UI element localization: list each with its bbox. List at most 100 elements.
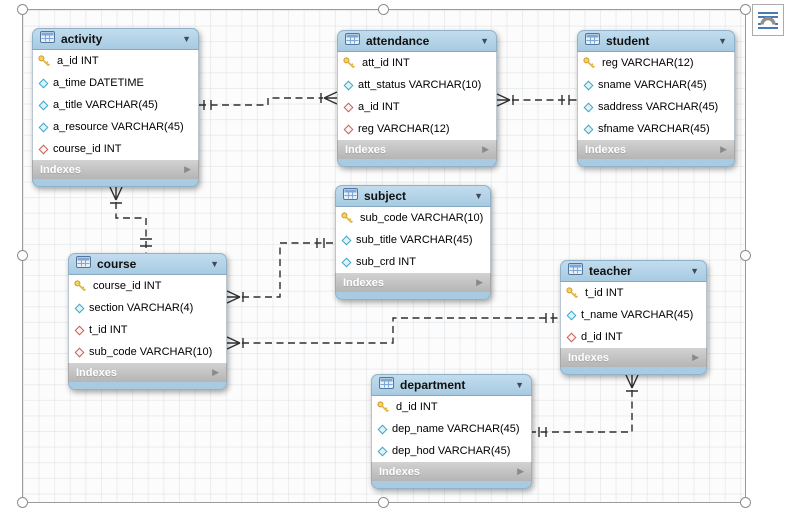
indexes-row[interactable]: Indexes▶ <box>371 462 532 481</box>
table-subject[interactable]: subject ▼ sub_code VARCHAR(10) sub_title… <box>335 185 491 300</box>
table-header[interactable]: department ▼ <box>371 374 532 396</box>
connector-course-subject[interactable] <box>226 238 335 304</box>
table-header[interactable]: attendance ▼ <box>337 30 497 52</box>
column-row[interactable]: a_title VARCHAR(45) <box>33 94 198 116</box>
expand-arrow-icon[interactable]: ▶ <box>212 367 219 377</box>
primary-key-icon <box>343 56 355 68</box>
collapse-arrow-icon[interactable]: ▼ <box>182 33 191 44</box>
indexes-row[interactable]: Indexes▶ <box>335 273 491 292</box>
column-row[interactable]: sub_code VARCHAR(10) <box>69 341 226 363</box>
column-row[interactable]: course_id INT <box>69 275 226 297</box>
collapse-arrow-icon[interactable]: ▼ <box>718 35 727 46</box>
collapse-arrow-icon[interactable]: ▼ <box>690 265 699 276</box>
connector-activity-attendance[interactable] <box>199 91 338 110</box>
column-row[interactable]: course_id INT <box>33 138 198 160</box>
indexes-row[interactable]: Indexes ▶ <box>577 140 735 159</box>
table-header[interactable]: student ▼ <box>577 30 735 52</box>
column-row[interactable]: a_id INT <box>338 96 496 118</box>
expand-arrow-icon[interactable]: ▶ <box>184 164 191 174</box>
column-row[interactable]: sname VARCHAR(45) <box>578 74 734 96</box>
expand-arrow-icon[interactable]: ▶ <box>692 352 699 362</box>
column-row[interactable]: a_id INT <box>33 50 198 72</box>
foreign-key-icon <box>74 347 85 357</box>
column-label: sub_code VARCHAR(10) <box>360 212 484 224</box>
expand-arrow-icon[interactable]: ▶ <box>720 144 727 154</box>
layout-options-button[interactable] <box>752 4 784 36</box>
table-attendance[interactable]: attendance ▼ att_id INT att_status VARCH… <box>337 30 497 167</box>
collapse-arrow-icon[interactable]: ▼ <box>515 379 524 390</box>
column-icon <box>74 303 85 313</box>
column-row[interactable]: att_id INT <box>338 52 496 74</box>
column-row[interactable]: d_id INT <box>372 396 531 418</box>
layout-options-icon <box>758 12 778 29</box>
connector-course-teacher[interactable] <box>226 313 560 350</box>
indexes-row[interactable]: Indexes▶ <box>337 140 497 159</box>
expand-arrow-icon[interactable]: ▶ <box>517 466 524 476</box>
column-row[interactable]: sub_title VARCHAR(45) <box>336 229 490 251</box>
column-label: course_id INT <box>93 280 162 292</box>
column-row[interactable]: att_status VARCHAR(10) <box>338 74 496 96</box>
connector-activity-course[interactable] <box>109 186 152 253</box>
selection-handle-bottom-right[interactable] <box>739 496 751 508</box>
connector-attendance-student[interactable] <box>496 93 577 107</box>
column-label: sub_title VARCHAR(45) <box>356 234 473 246</box>
column-row[interactable]: reg VARCHAR(12) <box>578 52 734 74</box>
collapse-arrow-icon[interactable]: ▼ <box>474 190 483 201</box>
selection-handle-middle-left[interactable] <box>16 250 28 261</box>
table-teacher[interactable]: teacher ▼ t_id INT t_name VARCHAR(45) d_… <box>560 260 707 375</box>
column-label: dep_hod VARCHAR(45) <box>392 445 511 457</box>
expand-arrow-icon[interactable]: ▶ <box>482 144 489 154</box>
selection-handle-bottom-left[interactable] <box>16 496 28 508</box>
table-title: student <box>606 34 650 48</box>
column-icon <box>377 446 388 456</box>
collapse-arrow-icon[interactable]: ▼ <box>480 35 489 46</box>
table-activity[interactable]: activity ▼ a_id INT a_time DATETIME a_ti… <box>32 28 199 187</box>
indexes-row[interactable]: Indexes▶ <box>68 363 227 382</box>
column-label: sfname VARCHAR(45) <box>598 123 710 135</box>
selection-handle-top-right[interactable] <box>739 3 751 15</box>
column-icon <box>377 424 388 434</box>
column-row[interactable]: sub_code VARCHAR(10) <box>336 207 490 229</box>
indexes-row[interactable]: Indexes ▶ <box>560 348 707 367</box>
primary-key-icon <box>566 286 578 298</box>
column-row[interactable]: saddress VARCHAR(45) <box>578 96 734 118</box>
indexes-row[interactable]: Indexes ▶ <box>32 160 199 179</box>
selection-handle-middle-right[interactable] <box>739 250 751 261</box>
column-row[interactable]: a_time DATETIME <box>33 72 198 94</box>
column-row[interactable]: reg VARCHAR(12) <box>338 118 496 140</box>
column-icon <box>341 235 352 245</box>
column-row[interactable]: section VARCHAR(4) <box>69 297 226 319</box>
column-row[interactable]: sub_crd INT <box>336 251 490 273</box>
column-row[interactable]: dep_hod VARCHAR(45) <box>372 440 531 462</box>
table-bottom-strip <box>577 159 735 167</box>
column-row[interactable]: d_id INT <box>561 326 706 348</box>
selection-handle-top-center[interactable] <box>378 3 389 15</box>
column-label: reg VARCHAR(12) <box>602 57 694 69</box>
table-student[interactable]: student ▼ reg VARCHAR(12) sname VARCHAR(… <box>577 30 735 167</box>
column-row[interactable]: sfname VARCHAR(45) <box>578 118 734 140</box>
connector-teacher-department[interactable] <box>532 374 639 437</box>
collapse-arrow-icon[interactable]: ▼ <box>210 258 219 269</box>
table-course[interactable]: course ▼ course_id INT section VARCHAR(4… <box>68 253 227 390</box>
indexes-label: Indexes <box>40 163 81 176</box>
indexes-label: Indexes <box>585 143 626 156</box>
table-bottom-strip <box>371 481 532 489</box>
table-header[interactable]: course ▼ <box>68 253 227 275</box>
column-row[interactable]: t_name VARCHAR(45) <box>561 304 706 326</box>
table-title: activity <box>61 32 103 46</box>
column-row[interactable]: t_id INT <box>69 319 226 341</box>
table-department[interactable]: department ▼ d_id INT dep_name VARCHAR(4… <box>371 374 532 489</box>
selection-handle-bottom-center[interactable] <box>378 496 389 508</box>
selection-handle-top-left[interactable] <box>16 3 28 15</box>
expand-arrow-icon[interactable]: ▶ <box>476 277 483 287</box>
table-header[interactable]: subject ▼ <box>335 185 491 207</box>
indexes-label: Indexes <box>568 351 609 364</box>
column-row[interactable]: t_id INT <box>561 282 706 304</box>
table-header[interactable]: teacher ▼ <box>560 260 707 282</box>
column-label: t_id INT <box>89 324 128 336</box>
table-icon <box>379 376 394 394</box>
column-row[interactable]: a_resource VARCHAR(45) <box>33 116 198 138</box>
column-row[interactable]: dep_name VARCHAR(45) <box>372 418 531 440</box>
table-header[interactable]: activity ▼ <box>32 28 199 50</box>
